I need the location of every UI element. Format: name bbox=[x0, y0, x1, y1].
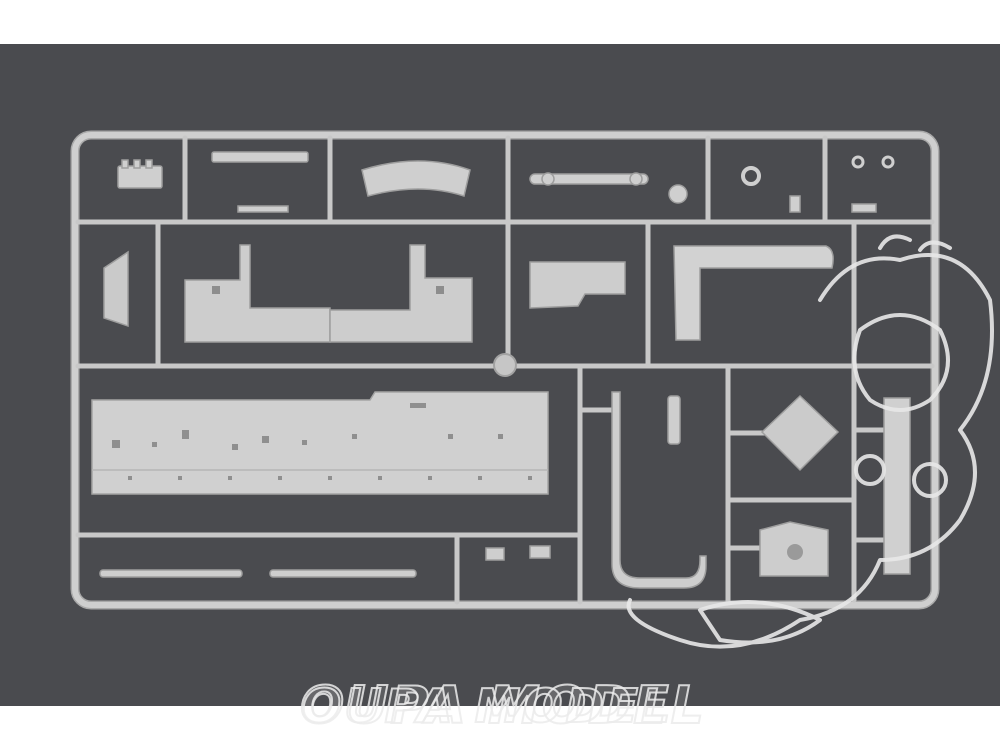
sprue-hub bbox=[493, 353, 517, 377]
middle-row-parts bbox=[103, 244, 834, 343]
watermark-text: OUPA MODEL bbox=[299, 675, 706, 737]
watermark-mascot bbox=[626, 234, 994, 649]
hull-panel bbox=[91, 391, 549, 495]
sprue-frame bbox=[70, 130, 940, 610]
lower-row-parts bbox=[99, 391, 911, 589]
top-row-parts bbox=[117, 151, 895, 213]
watermark-logo: OUPA MODEL bbox=[302, 679, 673, 733]
